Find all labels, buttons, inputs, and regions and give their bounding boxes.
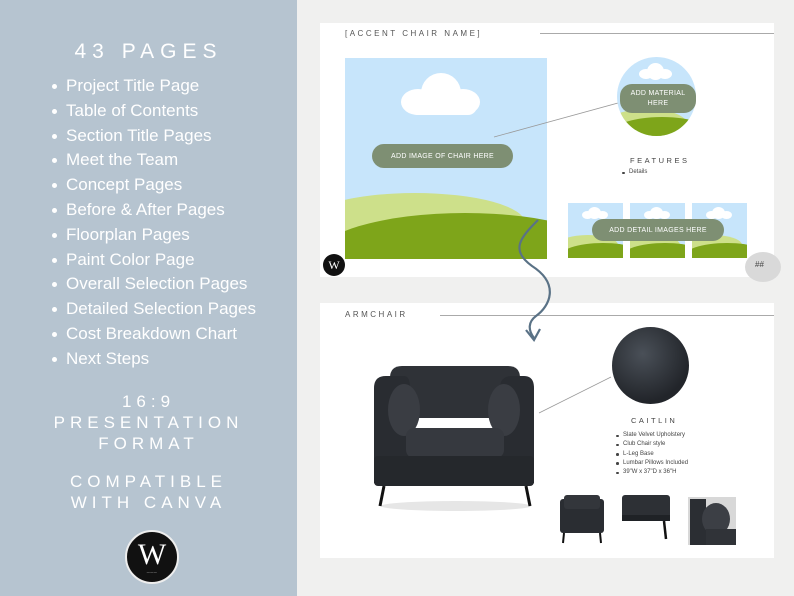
hill-shape	[692, 243, 747, 258]
product-detail-item: L-Leg Base	[616, 450, 688, 459]
format-line: PRESENTATION	[53, 413, 244, 432]
add-detail-images-button[interactable]: ADD DETAIL IMAGES HERE	[592, 219, 724, 241]
page-number-badge: ##	[745, 252, 781, 282]
feature-item: Cost Breakdown Chart	[52, 323, 256, 348]
logo-subtext: ———	[146, 570, 158, 574]
left-panel: 43 PAGES Project Title Page Table of Con…	[0, 0, 297, 596]
feature-item: Meet the Team	[52, 149, 256, 174]
cloud-icon	[582, 207, 610, 219]
product-detail-item: 39"W x 37"D x 36"H	[616, 468, 688, 477]
feature-list: Project Title Page Table of Contents Sec…	[52, 75, 256, 373]
brand-logo: W ———	[125, 530, 179, 584]
product-detail-item: Club Chair style	[616, 440, 688, 449]
compatibility-text: COMPATIBLE WITH CANVA	[0, 471, 297, 513]
product-detail-item: Slate Velvet Upholstery	[616, 431, 688, 440]
example-slide: ARMCHAIR CAITLIN Slate Velvet Upholstery…	[320, 303, 774, 558]
compat-line: COMPATIBLE	[69, 472, 228, 491]
feature-item: Detailed Selection Pages	[52, 298, 256, 323]
format-line: 16:9	[121, 392, 176, 411]
features-item: Details	[622, 168, 647, 177]
cloud-icon	[706, 207, 734, 219]
hill-shape	[345, 213, 547, 259]
divider-line	[540, 33, 774, 34]
feature-item: Overall Selection Pages	[52, 273, 256, 298]
curved-arrow-icon	[518, 219, 551, 342]
hill-shape	[630, 243, 685, 258]
product-name: CAITLIN	[631, 416, 678, 425]
feature-item: Section Title Pages	[52, 125, 256, 150]
feature-item: Before & After Pages	[52, 199, 256, 224]
chair-leg-photo	[622, 495, 670, 540]
slide-label: [ACCENT CHAIR NAME]	[345, 29, 483, 38]
product-details-list: Slate Velvet Upholstery Club Chair style…	[616, 431, 688, 477]
feature-item: Project Title Page	[52, 75, 256, 100]
connector-line	[538, 376, 612, 414]
armchair-image	[374, 366, 534, 511]
feature-item: Floorplan Pages	[52, 224, 256, 249]
divider-line	[440, 315, 774, 316]
features-list: Details	[622, 168, 647, 177]
format-text: 16:9 PRESENTATION FORMAT	[0, 391, 297, 454]
add-material-button[interactable]: ADD MATERIAL HERE	[620, 84, 696, 113]
feature-item: Table of Contents	[52, 100, 256, 125]
chair-pillow-photo	[688, 497, 736, 545]
feature-item: Next Steps	[52, 348, 256, 373]
features-title: FEATURES	[630, 156, 690, 165]
cloud-icon	[639, 63, 675, 81]
logo-letter: W	[137, 538, 167, 571]
compat-line: WITH CANVA	[70, 493, 227, 512]
pages-count-title: 43 PAGES	[74, 40, 223, 63]
feature-item: Concept Pages	[52, 174, 256, 199]
cloud-icon	[401, 73, 486, 118]
add-chair-image-button[interactable]: ADD IMAGE OF CHAIR HERE	[372, 144, 513, 168]
cloud-icon	[644, 207, 672, 219]
feature-item: Paint Color Page	[52, 249, 256, 274]
hill-shape	[568, 243, 623, 258]
slide-logo: W	[323, 254, 345, 276]
format-line: FORMAT	[98, 434, 199, 453]
product-detail-item: Lumbar Pillows Included	[616, 459, 688, 468]
chair-angle-photo	[560, 495, 604, 544]
connector-line	[493, 96, 641, 138]
hill-shape	[617, 117, 696, 136]
template-slide: [ACCENT CHAIR NAME] ADD IMAGE OF CHAIR H…	[320, 23, 774, 277]
slide-label: ARMCHAIR	[345, 310, 408, 319]
fabric-swatch-image	[612, 327, 689, 404]
